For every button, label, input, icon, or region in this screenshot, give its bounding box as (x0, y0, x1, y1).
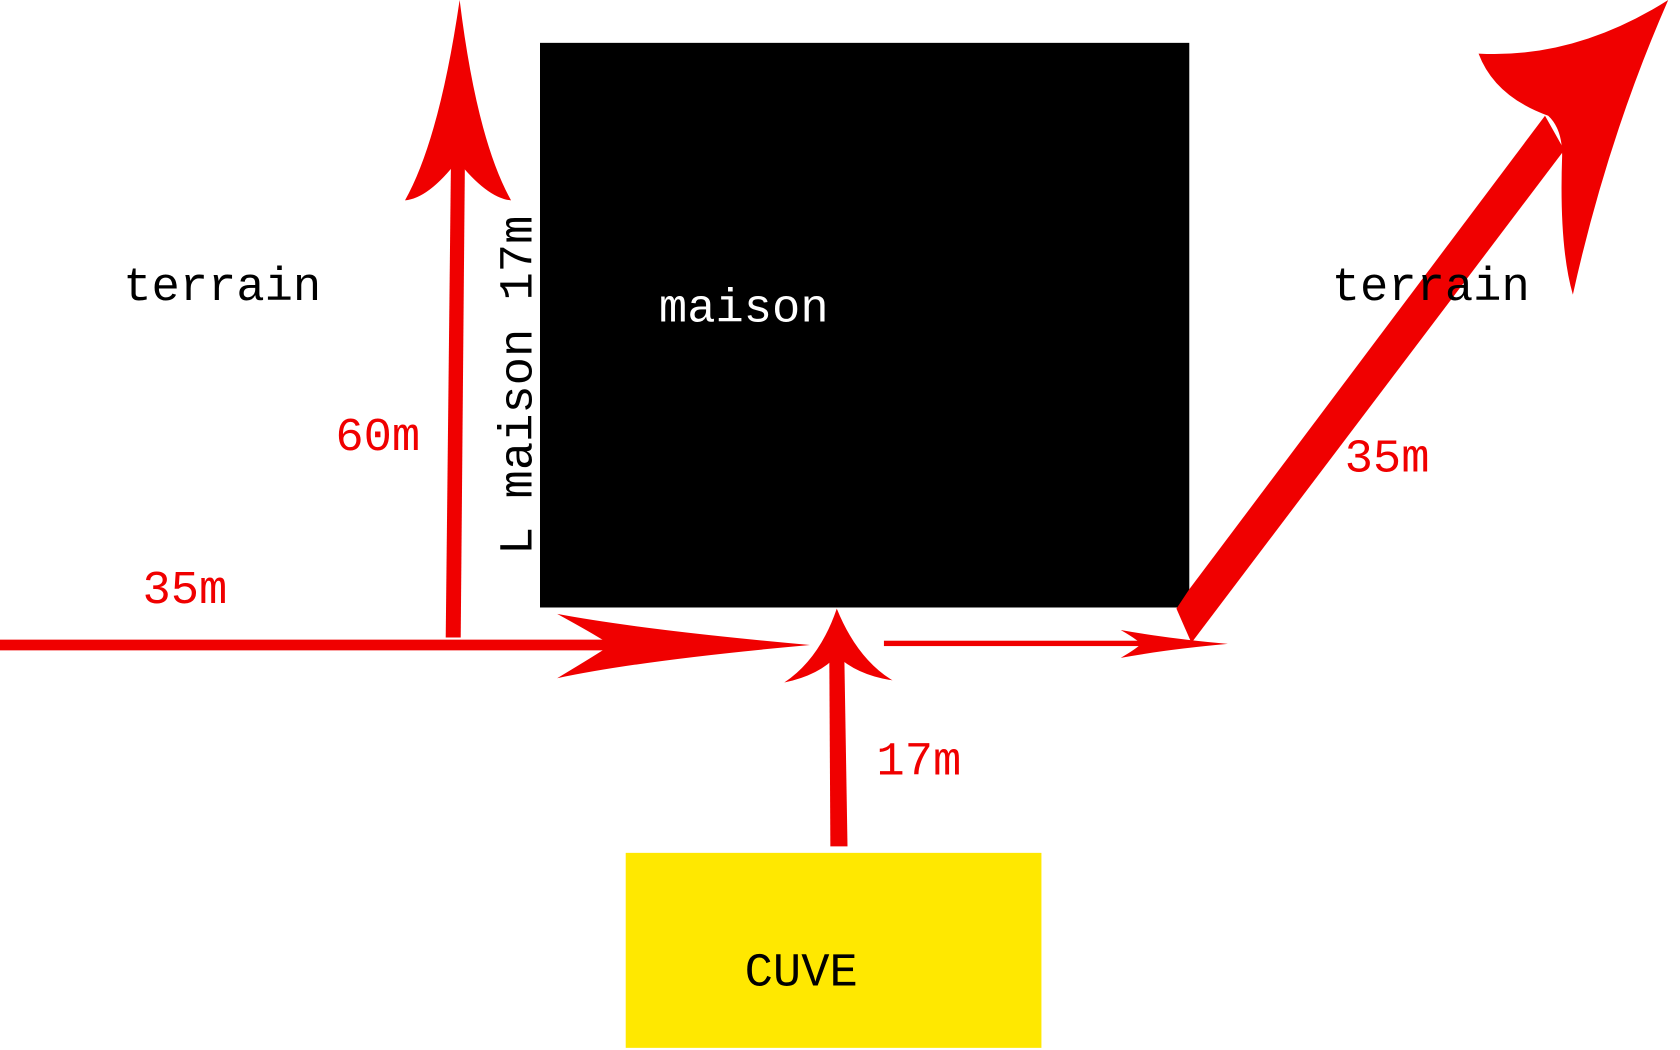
terrain-left-label: terrain (123, 262, 321, 315)
house-label: maison (659, 283, 829, 336)
tank-label: CUVE (745, 948, 858, 1001)
arrow-up-head (405, 0, 512, 201)
distance-up-label: 60m (335, 412, 420, 465)
arrow-tank-shaft (829, 653, 848, 847)
terrain-right-label: terrain (1332, 262, 1530, 315)
arrow-right-head (1120, 630, 1228, 658)
distance-tank-label: 17m (876, 737, 961, 790)
arrow-diag-head (1478, 0, 1669, 295)
distance-diagonal-label: 35m (1345, 433, 1430, 486)
house-block (540, 42, 1190, 608)
arrow-right-shaft (883, 640, 1152, 647)
arrow-diag-shaft (1176, 115, 1565, 643)
tank-block (625, 852, 1042, 1048)
house-length-label: L maison 17m (493, 216, 546, 555)
arrow-tank-head (784, 608, 893, 683)
arrow-up-shaft (445, 150, 465, 638)
arrow-left-head (557, 613, 810, 679)
distance-left-label: 35m (143, 565, 228, 618)
arrow-left-shaft (0, 639, 643, 651)
